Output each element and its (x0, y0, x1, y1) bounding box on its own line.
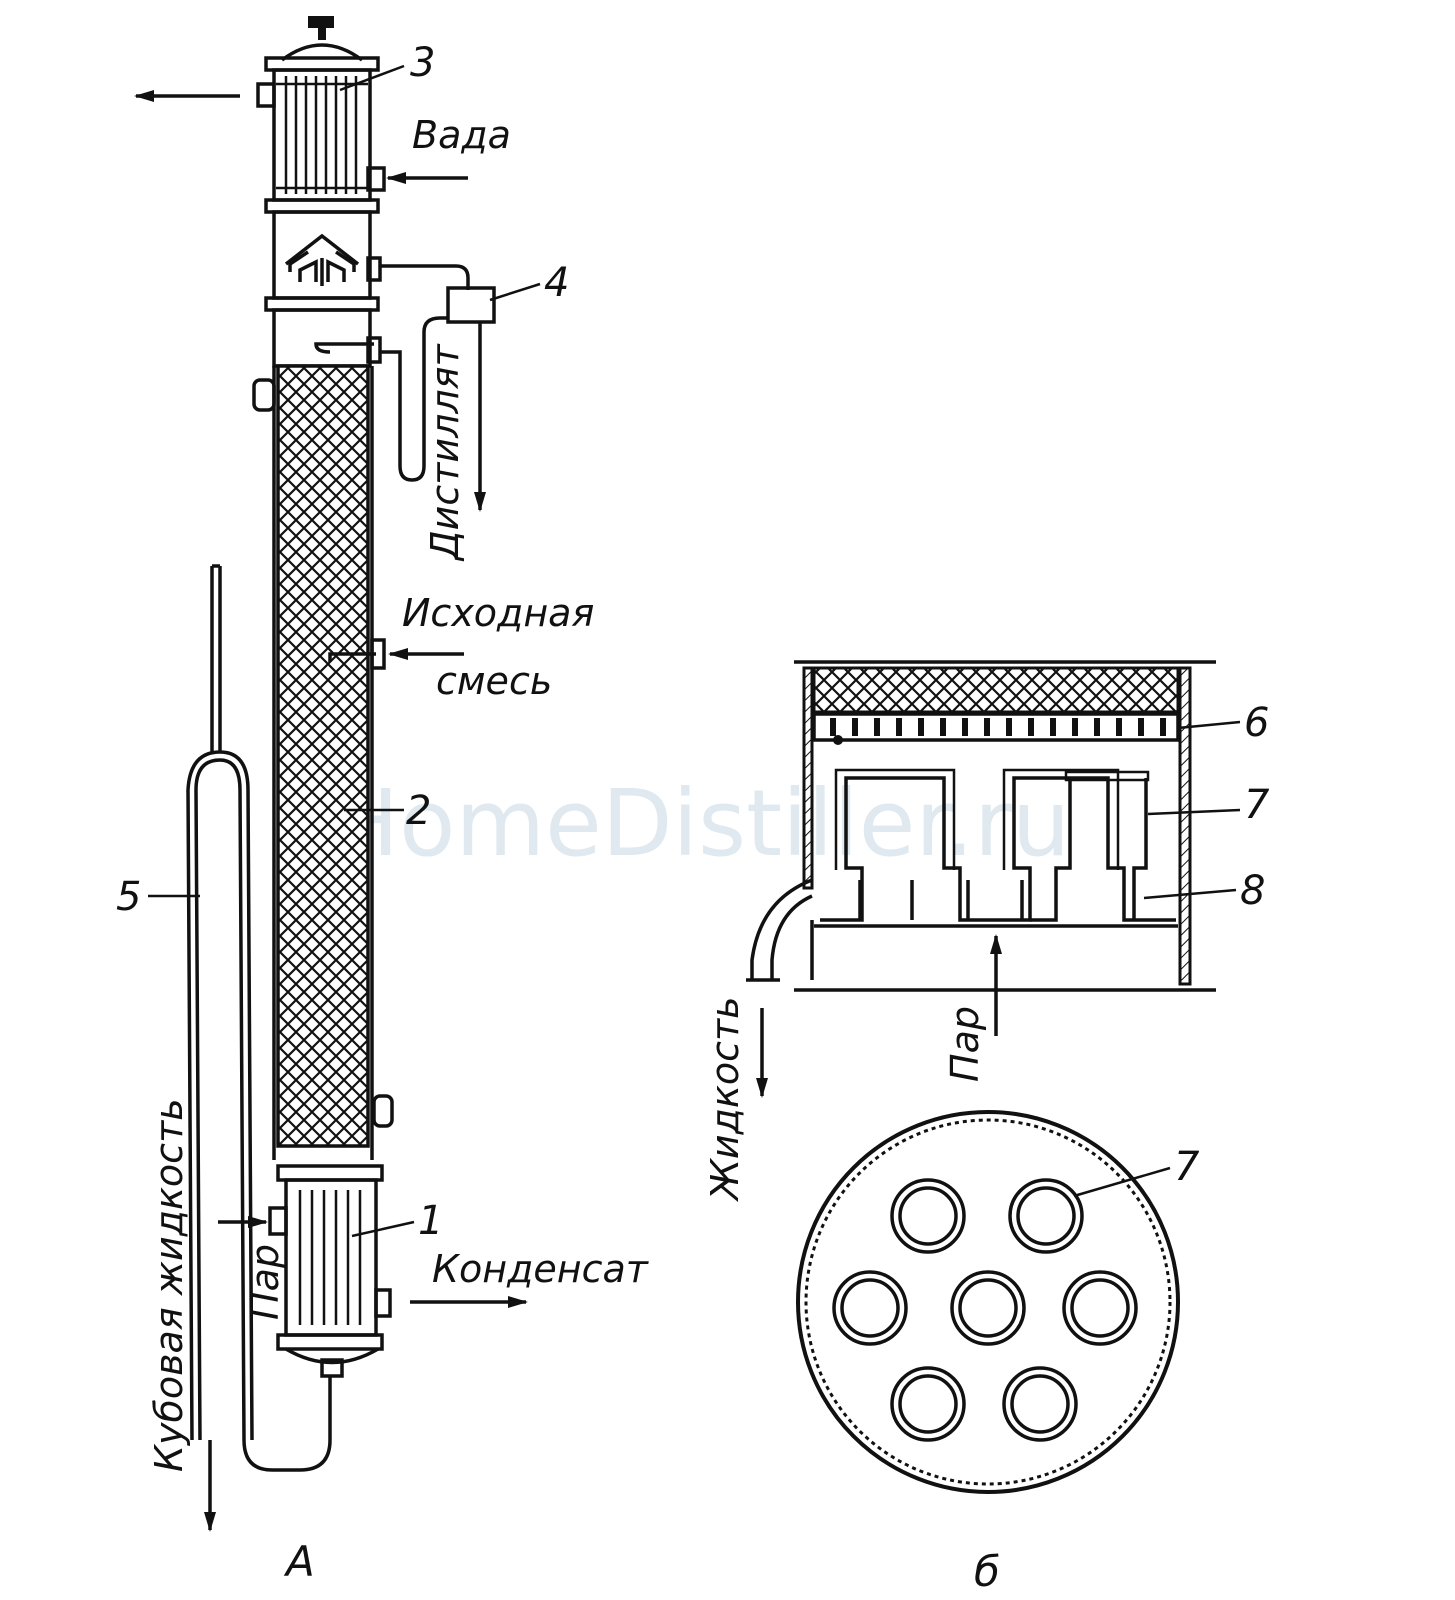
label-1: 1 (418, 1198, 443, 1244)
watermark: HomeDistiller.ru (330, 770, 1070, 877)
label-bottoms: Кубовая жидкость (147, 1098, 191, 1472)
label-fig-a: A (283, 1537, 315, 1586)
top-condenser (256, 16, 386, 214)
label-6: 6 (1244, 700, 1269, 746)
label-2: 2 (406, 788, 431, 834)
label-7b: 7 (1174, 1144, 1200, 1190)
label-steam-a: Пар (243, 1244, 287, 1320)
label-fig-b: б (974, 1547, 1000, 1596)
label-water: Вада (412, 113, 511, 157)
label-5: 5 (116, 874, 141, 920)
label-7: 7 (1244, 782, 1270, 828)
label-8: 8 (1240, 868, 1265, 914)
label-condensate: Конденсат (432, 1247, 650, 1291)
reboiler (268, 1164, 392, 1378)
label-feed-1: Исходная (402, 591, 594, 635)
label-4: 4 (544, 260, 569, 306)
label-3: 3 (410, 40, 435, 86)
packing (276, 364, 370, 1148)
label-liquid: Жидкость (703, 996, 747, 1202)
column-a (134, 16, 541, 1532)
tray-detail (746, 660, 1241, 1198)
label-steam-b: Пар (943, 1006, 987, 1082)
tray-plan-view (796, 1110, 1180, 1494)
label-distillate: Дистиллят (423, 342, 467, 562)
reflux-section (264, 210, 382, 312)
label-feed-2: смесь (436, 659, 552, 703)
